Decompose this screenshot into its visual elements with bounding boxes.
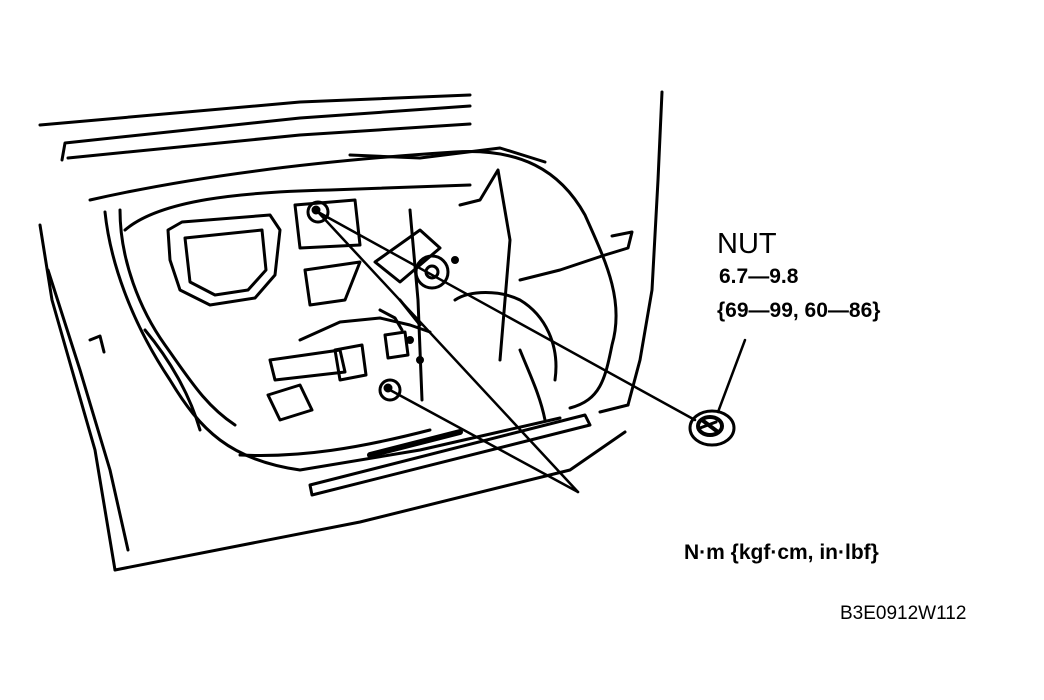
callout-part-name: NUT [717, 228, 777, 260]
leader-lines [316, 210, 747, 494]
nut-icon [688, 409, 736, 447]
callout-torque-nm: 6.7—9.8 [719, 265, 799, 288]
lower-sill-trim [308, 413, 592, 497]
figure-code: B3E0912W112 [840, 603, 967, 624]
panel-cutouts [166, 198, 410, 422]
mounting-hole-upper [306, 200, 330, 224]
units-legend: N·m {kgf·cm, in·lbf} [684, 541, 879, 564]
mounting-hole-lower [378, 378, 402, 402]
door-outer-frame [38, 90, 664, 572]
callout-torque-alt: {69—99, 60—86} [717, 299, 881, 322]
inner-panel-outline [88, 146, 618, 472]
